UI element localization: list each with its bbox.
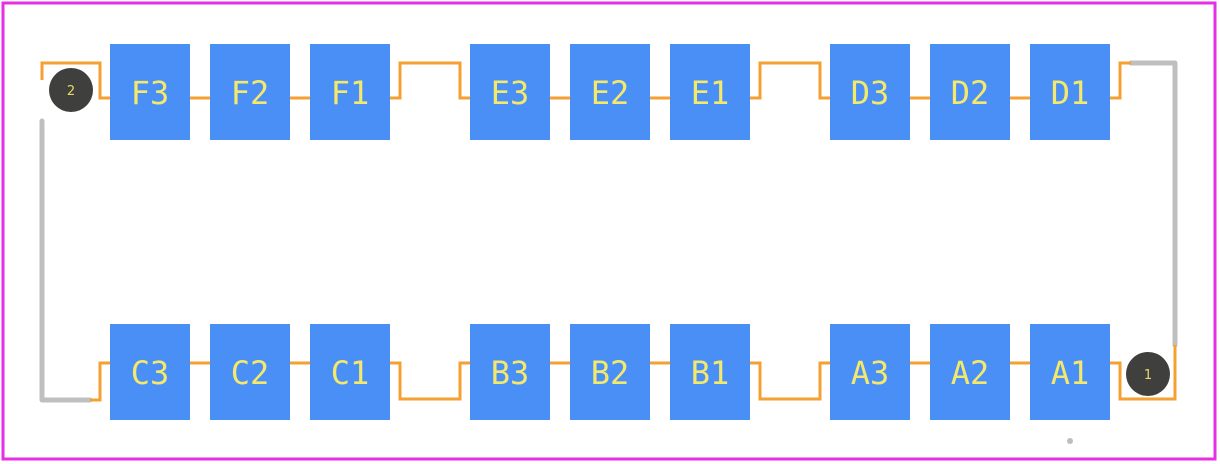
- pad-label: A3: [851, 354, 890, 392]
- pad-D2[interactable]: D2: [930, 44, 1010, 140]
- pad-A3[interactable]: A3: [830, 324, 910, 420]
- pad-label: B1: [691, 354, 730, 392]
- pad-E1[interactable]: E1: [670, 44, 750, 140]
- pad-label: F1: [331, 74, 370, 112]
- trace: [390, 61, 470, 100]
- pad-label: E2: [591, 74, 630, 112]
- pad-rect: [210, 44, 290, 140]
- pad-label: D3: [851, 74, 890, 112]
- trace: [750, 361, 830, 401]
- pad-label: E1: [691, 74, 730, 112]
- pad-label: F2: [231, 74, 270, 112]
- pad-rect: [930, 324, 1010, 420]
- pad-rect: [570, 44, 650, 140]
- pad-E2[interactable]: E2: [570, 44, 650, 140]
- pad-rect: [310, 44, 390, 140]
- pad-D3[interactable]: D3: [830, 44, 910, 140]
- pad-rect: [570, 324, 650, 420]
- trace: [90, 361, 110, 402]
- pad-label: C2: [231, 354, 270, 392]
- pad-label: F3: [131, 74, 170, 112]
- pad-row-top: F3 F2 F1 E3 E2 E1 D3 D2: [110, 44, 1110, 140]
- pad-rect: [470, 324, 550, 420]
- pad-A2[interactable]: A2: [930, 324, 1010, 420]
- trace: [40, 61, 110, 100]
- traces-bottom: [90, 345, 1177, 402]
- pad-B2[interactable]: B2: [570, 324, 650, 420]
- pad-F1[interactable]: F1: [310, 44, 390, 140]
- pad-rect: [830, 324, 910, 420]
- pin1-marker: 1: [1126, 352, 1170, 396]
- pad-A1[interactable]: A1: [1030, 324, 1110, 420]
- pin1-dot: [1126, 352, 1170, 396]
- pad-rect: [110, 44, 190, 140]
- pad-row-bottom: C3 C2 C1 B3 B2 B1 A3 A2: [110, 324, 1110, 420]
- pad-B1[interactable]: B1: [670, 324, 750, 420]
- pad-E3[interactable]: E3: [470, 44, 550, 140]
- silk-right: [1128, 60, 1178, 348]
- pad-F3[interactable]: F3: [110, 44, 190, 140]
- pad-rect: [210, 324, 290, 420]
- pad-label: E3: [491, 74, 530, 112]
- pad-rect: [830, 44, 910, 140]
- pad-label: A1: [1051, 354, 1090, 392]
- pad-label: D1: [1051, 74, 1090, 112]
- pad-C3[interactable]: C3: [110, 324, 190, 420]
- pin2-label: 2: [67, 84, 75, 99]
- pad-rect: [930, 44, 1010, 140]
- pin1-label: 1: [1144, 368, 1152, 383]
- trace: [390, 361, 470, 401]
- silk-left: [39, 118, 93, 403]
- pad-label: B2: [591, 354, 630, 392]
- pad-B3[interactable]: B3: [470, 324, 550, 420]
- pad-rect: [310, 324, 390, 420]
- pad-label: B3: [491, 354, 530, 392]
- pad-C1[interactable]: C1: [310, 324, 390, 420]
- pad-label: C1: [331, 354, 370, 392]
- pad-D1[interactable]: D1: [1030, 44, 1110, 140]
- pad-F2[interactable]: F2: [210, 44, 290, 140]
- pad-rect: [670, 44, 750, 140]
- pad-label: D2: [951, 74, 990, 112]
- pad-C2[interactable]: C2: [210, 324, 290, 420]
- pad-rect: [670, 324, 750, 420]
- pad-rect: [110, 324, 190, 420]
- trace: [750, 61, 830, 100]
- pad-rect: [1030, 324, 1110, 420]
- pad-rect: [470, 44, 550, 140]
- pad-label: A2: [951, 354, 990, 392]
- pad-rect: [1030, 44, 1110, 140]
- trace: [1110, 61, 1131, 100]
- origin-dot: [1067, 438, 1073, 444]
- pin2-dot: [49, 68, 93, 112]
- traces-top: [40, 61, 1131, 100]
- pad-label: C3: [131, 354, 170, 392]
- pin2-marker: 2: [49, 68, 93, 112]
- trace: [1110, 345, 1177, 401]
- silkscreen: [39, 60, 1178, 403]
